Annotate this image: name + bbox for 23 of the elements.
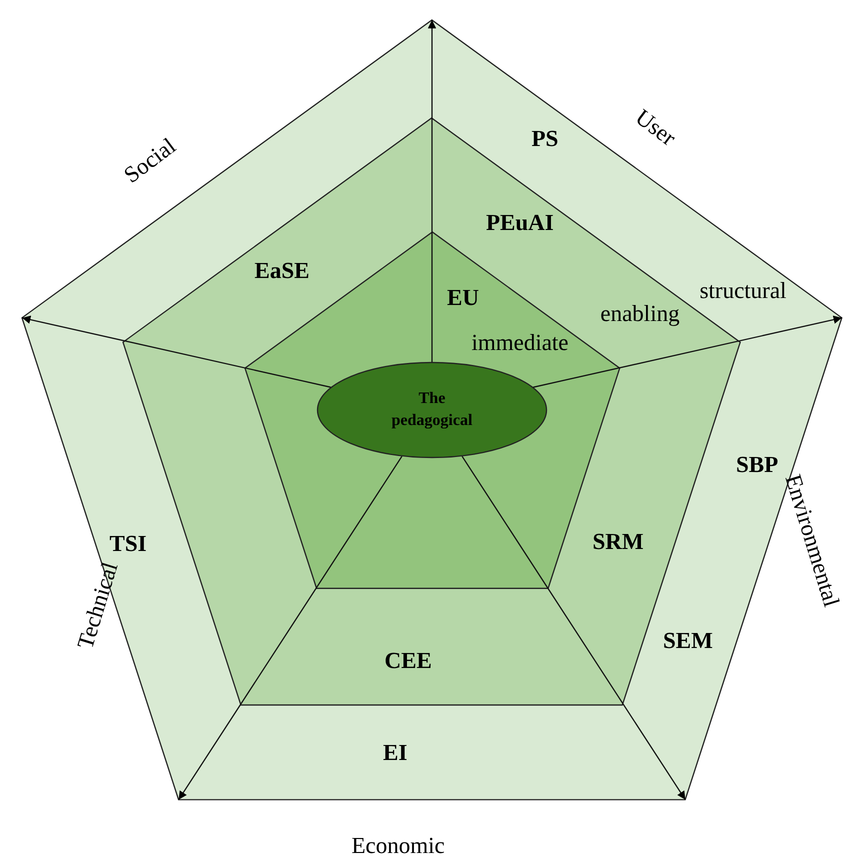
ring-label: structural	[700, 278, 786, 302]
sector-label: SRM	[592, 530, 644, 552]
center-label: The pedagogical	[390, 389, 474, 431]
arrow	[462, 456, 686, 800]
axis-label: Economic	[352, 834, 445, 856]
axis-label: User	[630, 104, 680, 150]
arrow	[428, 20, 436, 362]
sector-label: SEM	[663, 628, 713, 652]
pentagon-ring	[22, 20, 842, 800]
sector-label: EI	[383, 740, 408, 764]
sector-label: EU	[447, 286, 479, 308]
arrow	[178, 456, 402, 800]
sector-label: SBP	[736, 452, 778, 476]
sector-label: TSI	[110, 532, 147, 554]
ring-label: enabling	[600, 302, 680, 324]
sector-label: PS	[532, 126, 558, 150]
sector-label: PEuAI	[486, 210, 554, 234]
arrow	[22, 316, 331, 388]
ring-label: immediate	[471, 330, 569, 354]
center-ellipse	[316, 362, 547, 458]
sector-label: EaSE	[254, 258, 310, 282]
sector-label: CEE	[384, 648, 432, 672]
arrow	[533, 316, 842, 388]
